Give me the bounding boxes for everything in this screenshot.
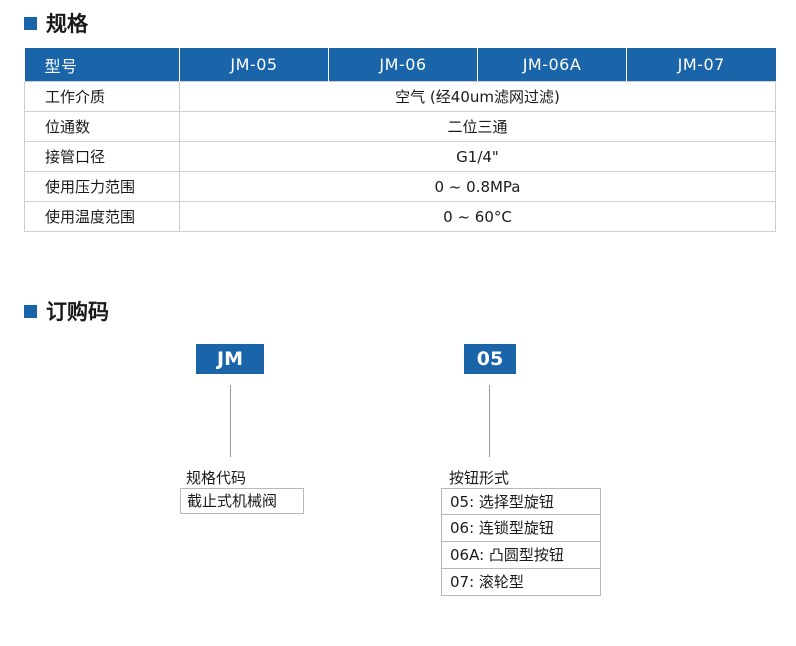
code-box-05: 05 [464, 344, 516, 374]
table-row: 使用压力范围 0 ~ 0.8MPa [24, 171, 776, 202]
code-box-jm: JM [196, 344, 264, 374]
list-item: 06: 连锁型旋钮 [441, 515, 601, 542]
table-row: 使用温度范围 0 ~ 60°C [24, 201, 776, 232]
header-jm-07: JM-07 [626, 48, 776, 82]
caption-spec-code: 规格代码 [186, 469, 247, 487]
list-item: 06A: 凸圆型按钮 [441, 542, 601, 569]
row-label: 接管口径 [24, 141, 180, 172]
caption-button-type: 按钮形式 [449, 469, 510, 487]
square-bullet-icon [24, 304, 37, 318]
list-item: 05: 选择型旋钮 [441, 488, 601, 515]
description-box: 截止式机械阀 [180, 488, 304, 514]
option-list: 05: 选择型旋钮 06: 连锁型旋钮 06A: 凸圆型按钮 07: 滚轮型 [441, 488, 601, 596]
row-value: 0 ~ 60°C [179, 201, 776, 232]
connector-line [489, 385, 490, 457]
spec-table-header: 型号 JM-05 JM-06 JM-06A JM-07 [24, 48, 776, 82]
spec-section-title: 规格 [24, 8, 88, 38]
header-jm-06: JM-06 [328, 48, 478, 82]
row-label: 工作介质 [24, 81, 180, 112]
row-value: G1/4" [179, 141, 776, 172]
list-item: 07: 滚轮型 [441, 569, 601, 596]
connector-line [230, 385, 231, 457]
row-label: 使用温度范围 [24, 201, 180, 232]
row-value: 0 ~ 0.8MPa [179, 171, 776, 202]
header-jm-05: JM-05 [179, 48, 329, 82]
spec-title-text: 规格 [46, 12, 88, 36]
square-bullet-icon [24, 16, 37, 30]
header-model: 型号 [24, 48, 180, 82]
row-value: 二位三通 [179, 111, 776, 142]
table-row: 接管口径 G1/4" [24, 141, 776, 172]
table-row: 工作介质 空气 (经40um滤网过滤) [24, 81, 776, 112]
header-jm-06a: JM-06A [477, 48, 627, 82]
order-title-text: 订购码 [46, 300, 109, 324]
row-label: 位通数 [24, 111, 180, 142]
row-value: 空气 (经40um滤网过滤) [179, 81, 776, 112]
spec-table: 型号 JM-05 JM-06 JM-06A JM-07 工作介质 空气 (经40… [24, 48, 776, 232]
table-row: 位通数 二位三通 [24, 111, 776, 142]
order-section-title: 订购码 [24, 296, 109, 326]
row-label: 使用压力范围 [24, 171, 180, 202]
